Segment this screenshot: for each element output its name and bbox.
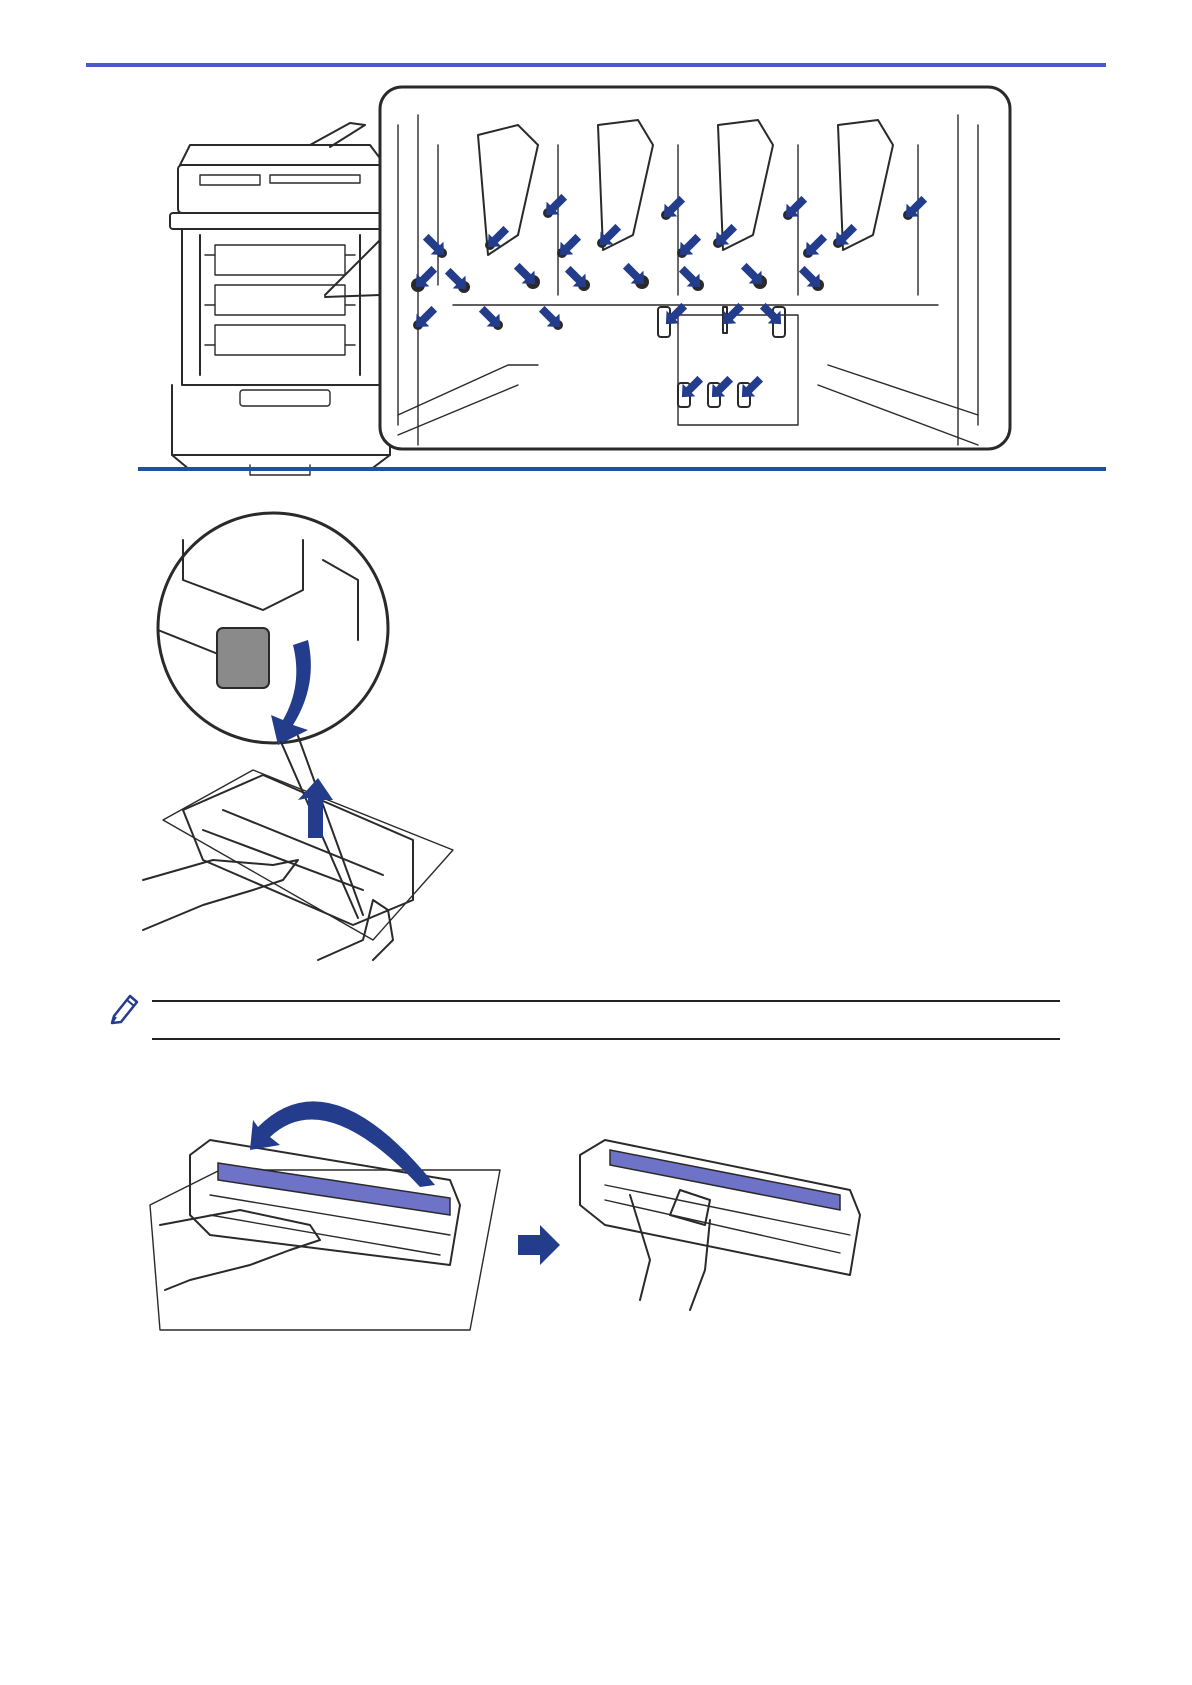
left-hand-2 — [160, 1210, 320, 1290]
note-bottom-rule — [152, 1038, 1060, 1040]
release-lever-figure — [143, 520, 473, 960]
top-rule — [86, 63, 1106, 67]
rotate-drum-figure — [150, 1075, 890, 1335]
note-text — [160, 1008, 1050, 1032]
left-hand — [143, 860, 298, 930]
pencil-note-icon — [108, 990, 142, 1024]
next-step-arrow — [518, 1225, 560, 1265]
figure-printer-contacts — [150, 85, 1020, 455]
lock-lever — [217, 628, 269, 688]
drum-contacts-closeup — [378, 85, 1013, 455]
section-rule — [138, 467, 1106, 471]
magnify-circle — [158, 513, 388, 743]
note-top-rule — [152, 1000, 1060, 1002]
lift-up-arrow — [298, 778, 333, 838]
